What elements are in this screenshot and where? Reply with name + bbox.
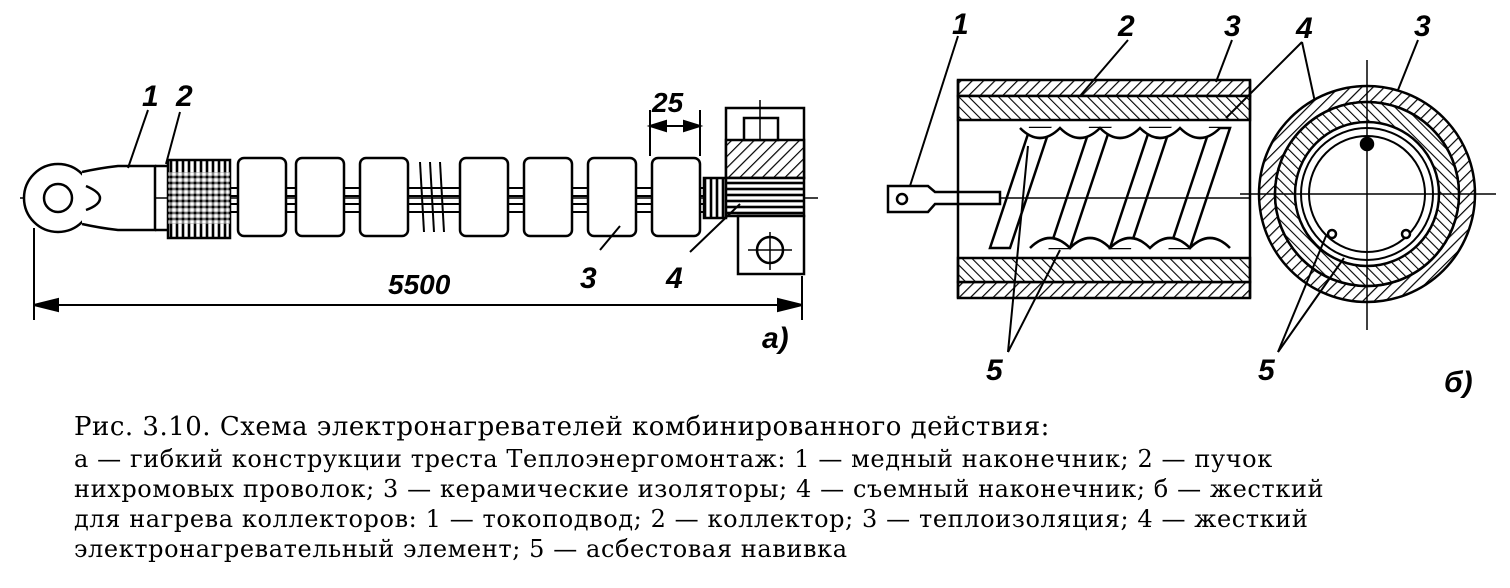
caption-line-4: электронагревательный элемент; 5 — асбес… xyxy=(74,535,848,563)
caption-line-3: для нагрева коллекторов: 1 — токоподвод;… xyxy=(74,505,1309,533)
copper-lug xyxy=(22,162,168,234)
caption-line-1: а — гибкий конструкции треста Теплоэнерг… xyxy=(74,445,1273,473)
current-lead xyxy=(886,184,1002,214)
figure-caption: Рис. 3.10. Схема электронагревателей ком… xyxy=(74,412,1494,564)
dim-overall-label: 5500 xyxy=(388,269,451,300)
leaders-a xyxy=(127,109,741,253)
insulation-top xyxy=(956,78,1252,98)
callout-a-3: 3 xyxy=(580,262,597,295)
caption-line-2: нихромовых проволок; 3 — керамические из… xyxy=(74,475,1325,503)
leaders-b xyxy=(909,35,1319,353)
callout-cross-5: 5 xyxy=(1258,354,1276,387)
callout-a-4: 4 xyxy=(665,262,683,295)
heater-diagram: 1 2 3 4 5500 25 а) xyxy=(20,8,1496,399)
callout-a-2: 2 xyxy=(175,80,193,113)
panel-b-label: б) xyxy=(1444,366,1473,399)
caption-body: а — гибкий конструкции треста Теплоэнерг… xyxy=(74,444,1494,564)
callout-cross-3: 3 xyxy=(1414,10,1431,43)
panel-a-label: а) xyxy=(762,322,789,355)
panel-b-rigid-heater xyxy=(886,35,1319,353)
callout-b-2: 2 xyxy=(1117,10,1135,43)
ceramic-insulators xyxy=(236,156,702,238)
break-marks xyxy=(419,161,445,233)
cross-section xyxy=(1240,39,1496,353)
panel-a-flexible-heater xyxy=(20,100,818,320)
removable-lug xyxy=(702,100,806,276)
collector-wall-top xyxy=(956,94,1252,122)
callout-b-1: 1 xyxy=(952,8,969,41)
dim-insulator-label: 25 xyxy=(651,87,684,118)
callout-a-1: 1 xyxy=(142,80,159,113)
collector-wall-bottom xyxy=(956,256,1252,284)
spiral-element xyxy=(988,126,1232,250)
callout-b-5: 5 xyxy=(986,354,1004,387)
dimension-overall xyxy=(33,228,803,320)
leaders-cross xyxy=(1277,39,1419,353)
insulation-bottom xyxy=(956,280,1252,300)
dimension-insulator xyxy=(646,110,704,156)
callout-b-4: 4 xyxy=(1295,12,1313,45)
caption-title: Рис. 3.10. Схема электронагревателей ком… xyxy=(74,412,1050,442)
callout-b-3: 3 xyxy=(1224,10,1241,43)
